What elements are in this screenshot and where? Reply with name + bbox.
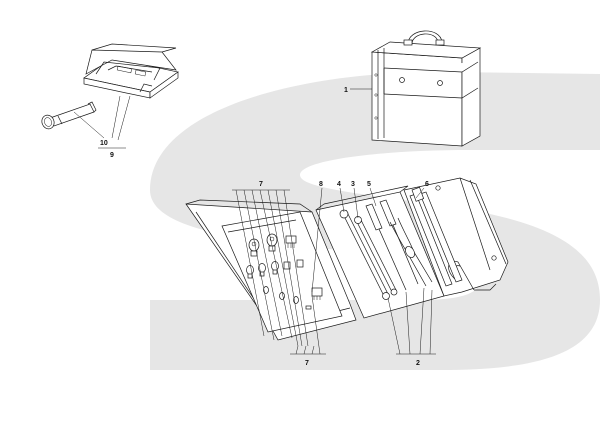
callout-5: 5 (367, 181, 371, 188)
callout-8: 8 (319, 181, 323, 188)
callout-6: 6 (425, 181, 429, 188)
callout-10: 10 (100, 140, 108, 147)
callout-3: 3 (351, 181, 355, 188)
callout-9: 9 (110, 152, 114, 159)
fuse-and-bulb-set (246, 233, 323, 310)
wrench-set (339, 209, 398, 300)
socket-tools (409, 186, 463, 287)
torch (41, 101, 97, 130)
callout-7-bottom: 7 (305, 360, 309, 367)
spare-bulb-box (83, 43, 179, 99)
callout-7-top: 7 (259, 181, 263, 188)
callout-1: 1 (344, 87, 348, 94)
callout-4: 4 (337, 181, 341, 188)
tool-bag (370, 30, 482, 147)
callout-2: 2 (416, 360, 420, 367)
pliers (389, 217, 433, 287)
